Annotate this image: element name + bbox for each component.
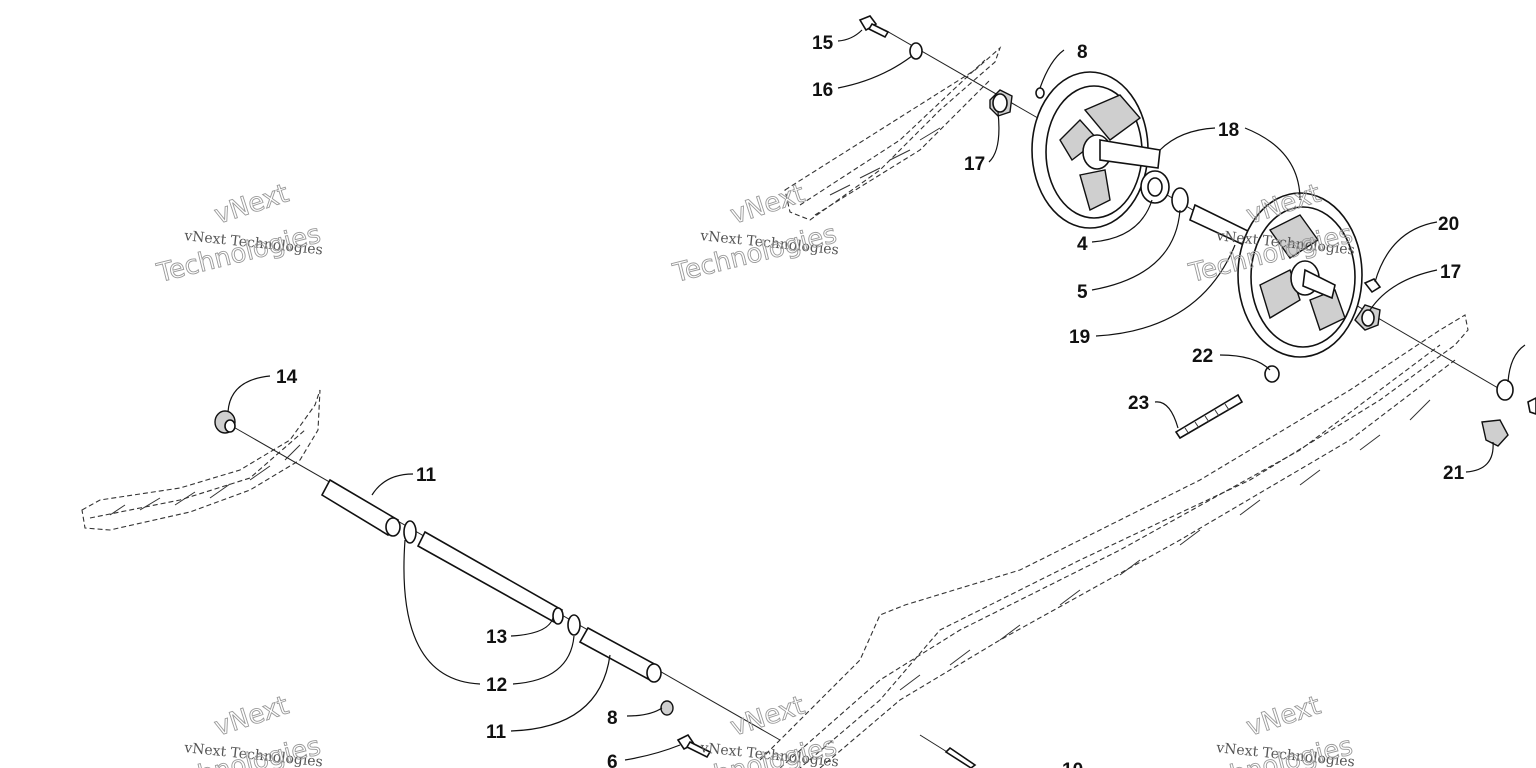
callout-8-bottom: 8 — [607, 708, 618, 729]
upper-left-rail — [784, 46, 1002, 221]
callout-10: 10 — [1062, 760, 1083, 768]
watermark-6: vNext Technologies vNext Technologies — [1185, 690, 1356, 768]
callout-5: 5 — [1077, 282, 1088, 303]
bolt-6 — [676, 733, 712, 759]
callout-labels: 15 16 8 17 18 4 5 20 17 19 22 23 21 14 1… — [276, 33, 1465, 768]
callout-6: 6 — [607, 752, 618, 768]
watermark-1-line2: vNext — [211, 179, 293, 231]
bearing-housing-17-top — [989, 89, 1013, 117]
bolt-right-edge — [1527, 397, 1536, 415]
leader-lines — [227, 29, 1526, 761]
bolt-20 — [1363, 278, 1382, 294]
callout-11-top: 11 — [416, 465, 437, 486]
nut-14 — [214, 410, 236, 434]
bearing-4-inner — [1147, 177, 1163, 197]
watermark-4-line2: vNext — [211, 691, 293, 743]
threaded-rod-23 — [1174, 393, 1244, 440]
callout-21: 21 — [1443, 463, 1465, 484]
callout-11-bottom: 11 — [486, 722, 507, 743]
bolt-10 — [944, 746, 977, 768]
callout-23: 23 — [1128, 393, 1149, 414]
callout-14: 14 — [276, 367, 298, 388]
callout-16: 16 — [812, 80, 833, 101]
nut-21 — [1481, 419, 1509, 447]
watermark-5-line2: vNext — [727, 691, 809, 743]
watermark-6-line2: vNext — [1243, 691, 1325, 743]
callout-8-top: 8 — [1077, 42, 1088, 63]
left-rail — [81, 389, 321, 531]
washer-right-edge — [1496, 379, 1514, 401]
spacer-11-top — [320, 478, 401, 537]
axis-lines — [229, 29, 1511, 761]
idler-wheel-right — [1237, 192, 1363, 358]
idler-wheel-left — [1031, 71, 1161, 229]
callout-20: 20 — [1438, 214, 1459, 235]
washer-22 — [1264, 365, 1280, 383]
watermark-2-line3: Technologies — [669, 219, 839, 289]
callout-13: 13 — [486, 627, 507, 648]
bolt-15 — [858, 15, 890, 39]
snap-ring-5 — [1171, 187, 1189, 213]
spacer-11-bottom — [578, 626, 662, 683]
ring-12-a — [403, 520, 417, 544]
nut-8-bottom — [660, 700, 674, 716]
right-rail — [759, 314, 1469, 768]
watermark-2-line2: vNext — [727, 179, 809, 231]
watermark-4: vNext Technologies vNext Technologies — [153, 690, 324, 768]
callout-4: 4 — [1077, 234, 1088, 255]
callout-15: 15 — [812, 33, 834, 54]
watermark-1-line3: Technologies — [153, 219, 323, 289]
callout-22: 22 — [1192, 346, 1213, 367]
ring-12-b — [567, 614, 581, 636]
watermark-5: vNext Technologies vNext Technologies — [669, 690, 840, 768]
callout-12: 12 — [486, 675, 507, 696]
callout-17-right: 17 — [1440, 262, 1461, 283]
callout-19: 19 — [1069, 327, 1090, 348]
bearing-housing-17-right — [1354, 304, 1381, 331]
washer-16 — [909, 42, 923, 60]
callout-17-top: 17 — [964, 154, 985, 175]
shaft-13 — [416, 530, 564, 625]
nut-8-top — [1035, 87, 1045, 99]
watermark-1: vNext Technologies vNext Technologies — [153, 178, 324, 289]
callout-18: 18 — [1218, 120, 1239, 141]
